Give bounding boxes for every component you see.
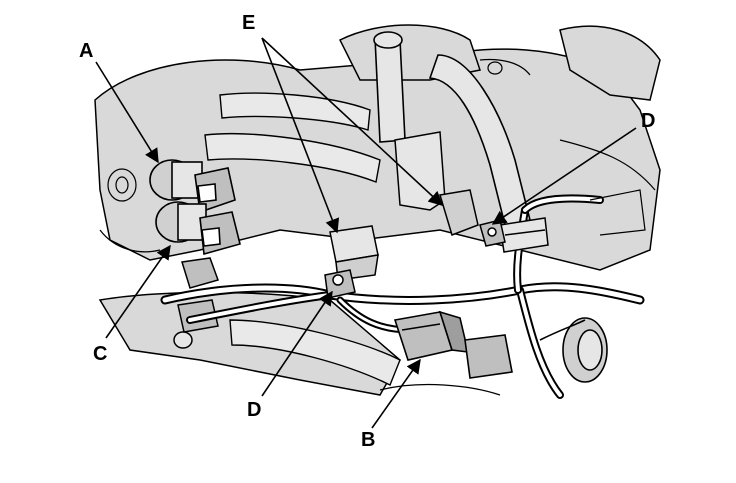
callout-label-c: C <box>93 343 108 365</box>
arrow-e-upper <box>261 37 444 206</box>
callout-label-e: E <box>242 12 256 34</box>
callout-arrows <box>95 37 637 429</box>
arrow-a <box>95 61 159 164</box>
background-details <box>99 58 656 396</box>
solenoid-c <box>155 201 241 256</box>
wire-harness <box>160 194 645 399</box>
connector-b <box>393 310 470 361</box>
arrow-d-lower <box>261 290 333 397</box>
arrow-c <box>105 244 171 339</box>
callout-label-b: B <box>361 429 376 451</box>
arrow-b <box>371 358 421 429</box>
callout-label-d-lower: D <box>247 399 262 421</box>
bracket-e-upper <box>394 131 479 236</box>
right-components <box>464 317 608 383</box>
arrow-d-upper <box>491 127 637 225</box>
solenoid-a <box>149 159 236 214</box>
arrow-e-lower <box>261 37 340 234</box>
callout-label-a: A <box>79 40 94 62</box>
callout-label-d-upper: D <box>641 110 656 132</box>
connector-clip-d-upper <box>479 219 506 247</box>
